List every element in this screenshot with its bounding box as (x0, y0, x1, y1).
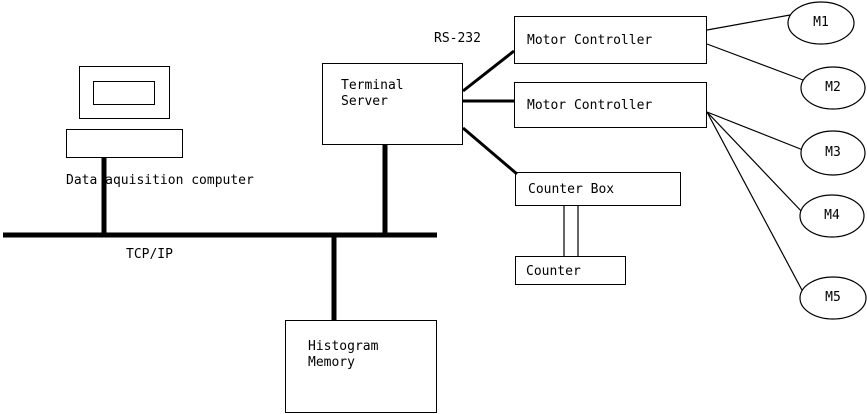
histogram-memory: Histogram Memory (285, 320, 437, 413)
link-mc2-to-m3 (706, 111, 804, 151)
counter: Counter (515, 256, 626, 285)
link-mc1-to-m1 (706, 14, 791, 31)
terminal-server: Terminal Server (322, 63, 463, 145)
motor-m2-label: M2 (825, 80, 841, 95)
motor-m4-shape (799, 194, 865, 238)
thin-link-group (563, 14, 805, 293)
motor-controller-1-label: Motor Controller (527, 33, 653, 48)
motor-m4-label: M4 (824, 208, 840, 223)
link-mc1-to-m2 (706, 43, 804, 81)
thick-link-group (101, 49, 518, 321)
link-mc2-to-m4 (706, 111, 805, 215)
data-acquisition-computer-label: Data aquisition computer (66, 173, 254, 188)
motor-m3-label: M3 (825, 145, 841, 160)
motor-controller-2-label: Motor Controller (527, 98, 653, 113)
motor-m3-shape (800, 130, 866, 176)
motor-m2-shape (800, 66, 866, 110)
motor-m1-label: M1 (813, 15, 829, 30)
monitor-bezel (79, 66, 170, 119)
motor-m1-shape (787, 1, 855, 45)
computer-base (66, 129, 183, 158)
counter-box: Counter Box (515, 172, 681, 206)
rs232-label: RS-232 (434, 31, 481, 46)
counter-label: Counter (526, 264, 581, 279)
motor-m5-label: M5 (825, 290, 841, 305)
monitor-screen (93, 81, 155, 105)
motor-controller-2: Motor Controller (514, 82, 707, 128)
motor-controller-1: Motor Controller (514, 16, 707, 64)
counter-box-label: Counter Box (528, 182, 615, 197)
network-bus-label: TCP/IP (126, 247, 173, 262)
link-terminal-server-to-counter-box (462, 126, 518, 176)
terminal-server-label: Terminal Server (341, 78, 404, 109)
motor-ellipse-group (787, 1, 867, 320)
histogram-memory-label: Histogram Memory (308, 339, 379, 370)
link-terminal-server-to-mc1 (462, 49, 515, 93)
motor-m5-shape (799, 276, 867, 320)
link-mc2-to-m5 (706, 111, 804, 293)
